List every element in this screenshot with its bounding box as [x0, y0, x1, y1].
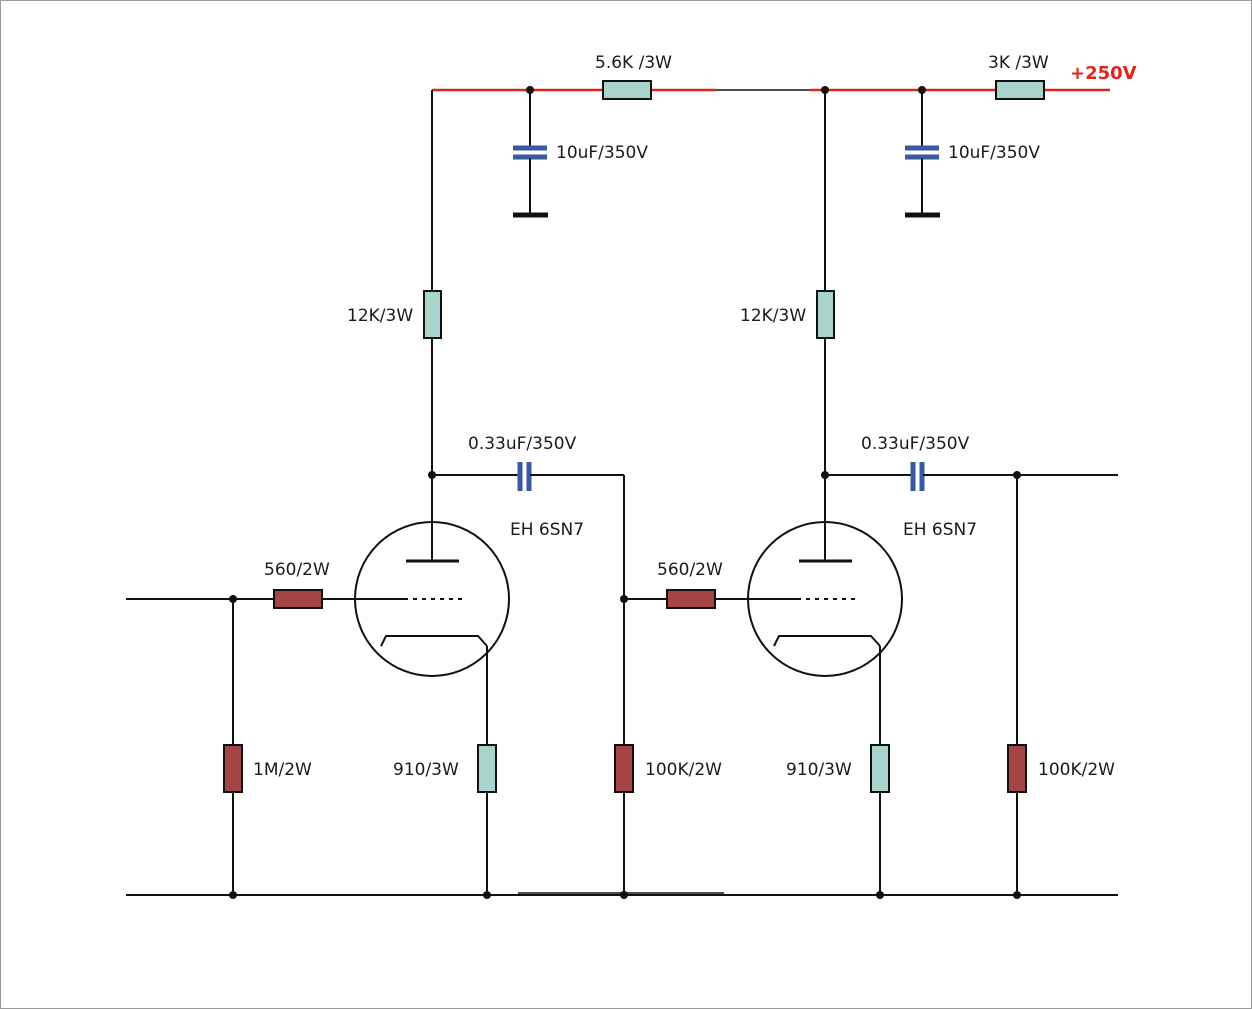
tube-1-label: EH 6SN7	[510, 520, 584, 540]
grid-leak-resistor-1	[223, 744, 243, 793]
load-resistor-2	[1007, 744, 1027, 793]
resistor-rail-2	[995, 80, 1045, 100]
plate-resistor-2-label: 12K/3W	[740, 306, 806, 326]
grid-stopper-resistor-1-label: 560/2W	[264, 560, 330, 580]
resistor-rail-2-label: 3K /3W	[988, 53, 1049, 73]
resistor-rail-1-label: 5.6K /3W	[595, 53, 672, 73]
junction-dot	[620, 891, 628, 899]
resistor-rail-1	[602, 80, 652, 100]
junction-dot	[483, 891, 491, 899]
grid-leak-resistor-1-label: 1M/2W	[253, 760, 312, 780]
coupling-capacitor-1-label: 0.33uF/350V	[468, 434, 577, 454]
load-resistor-1-label: 100K/2W	[645, 760, 722, 780]
vacuum-tube-2	[747, 520, 903, 677]
junction-dot	[526, 86, 534, 94]
tube-2-label: EH 6SN7	[903, 520, 977, 540]
load-resistor-2-label: 100K/2W	[1038, 760, 1115, 780]
cathode-resistor-1-label: 910/3W	[393, 760, 459, 780]
filter-capacitor-1	[513, 90, 548, 218]
cathode-resistor-2-label: 910/3W	[786, 760, 852, 780]
plate-resistor-1-label: 12K/3W	[347, 306, 413, 326]
junction-dot	[918, 86, 926, 94]
filter-capacitor-2	[905, 90, 940, 218]
junction-dot	[229, 891, 237, 899]
grid-stopper-resistor-2-label: 560/2W	[657, 560, 723, 580]
supply-voltage-label: +250V	[1070, 63, 1137, 84]
grid-stopper-resistor-2	[666, 589, 716, 609]
cathode-resistor-2	[870, 744, 890, 793]
grid-stopper-resistor-1	[273, 589, 323, 609]
load-resistor-1	[614, 744, 634, 793]
filter-capacitor-2-label: 10uF/350V	[948, 143, 1040, 163]
coupling-capacitor-2-label: 0.33uF/350V	[861, 434, 970, 454]
plate-resistor-2	[816, 290, 835, 339]
cathode-resistor-1	[477, 744, 497, 793]
junction-dot	[1013, 891, 1021, 899]
filter-capacitor-1-label: 10uF/350V	[556, 143, 648, 163]
plate-resistor-1	[423, 290, 442, 339]
junction-dot	[876, 891, 884, 899]
